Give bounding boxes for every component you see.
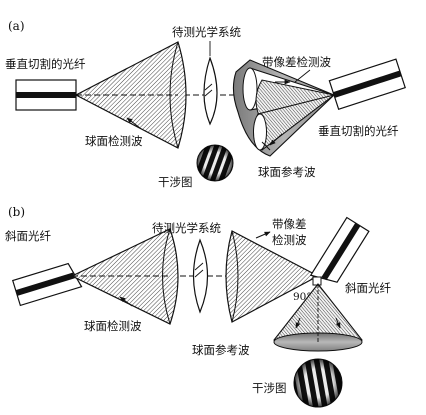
panel-a-tag: (a) [8, 19, 25, 33]
panel-a-aberrated-leader [294, 69, 311, 83]
panel-b: (b) 斜面光纤 球面检测波 待测光学系统 带像差 [5, 205, 391, 408]
panel-a-fiber-right [328, 58, 406, 111]
panel-a-reference-tick [261, 141, 271, 151]
panel-b-aberrated-wave-cone [225, 230, 320, 323]
panel-b-fiber-right [309, 216, 370, 283]
panel-a-optics-under-test-label: 待测光学系统 [172, 25, 241, 39]
panel-a-spherical-test-wave-cone [74, 41, 187, 149]
panel-b-spherical-test-wave-label: 球面检测波 [84, 319, 142, 333]
panel-a: (a) 垂直切割的光纤 球面检测波 待测光学系统 [5, 19, 406, 189]
panel-b-lens [192, 238, 209, 314]
panel-b-aberrated-wave-label-1: 带像差 [272, 217, 307, 231]
panel-b-test-wave-arrow [119, 296, 133, 307]
panel-b-reference-arrow-left [295, 317, 301, 329]
panel-b-spherical-test-wave-cone [70, 228, 179, 325]
panel-b-reference-arrow-right [335, 317, 341, 329]
panel-b-spherical-reference-wave-cone [273, 283, 363, 352]
panel-b-fiber-left-label: 斜面光纤 [5, 229, 51, 243]
panel-b-optics-under-test-label: 待测光学系统 [152, 221, 221, 235]
panel-b-interferogram [293, 358, 343, 408]
panel-b-fiber-left [11, 262, 83, 307]
panel-b-fiber-tip [312, 276, 322, 286]
panel-a-aberrated-wave-label: 带像差检测波 [262, 55, 331, 69]
panel-a-interferogram [196, 144, 234, 182]
panel-b-aberrated-arrow [255, 231, 271, 239]
panel-a-spherical-test-wave-label: 球面检测波 [85, 134, 143, 148]
panel-b-spherical-reference-wave-label: 球面参考波 [192, 343, 250, 357]
panel-a-test-wave-arrow [126, 117, 141, 129]
panel-a-fiber-left-label: 垂直切割的光纤 [5, 57, 86, 71]
panel-a-spherical-reference-wave-label: 球面参考波 [258, 165, 316, 179]
panel-b-fiber-right-label: 斜面光纤 [345, 281, 391, 295]
panel-a-interferogram-label: 干涉图 [158, 175, 193, 189]
panel-a-reference-arrow [269, 133, 283, 146]
panel-a-spherical-reference-wave-cone [253, 94, 335, 151]
panel-a-fiber-left [15, 79, 77, 111]
panel-a-lens [203, 56, 218, 126]
panel-b-aberrated-wave-label-2: 检测波 [272, 233, 307, 247]
panel-b-interferogram-label: 干涉图 [252, 381, 287, 395]
panel-a-fiber-right-label: 垂直切割的光纤 [318, 124, 399, 138]
panel-b-tag: (b) [8, 205, 25, 219]
